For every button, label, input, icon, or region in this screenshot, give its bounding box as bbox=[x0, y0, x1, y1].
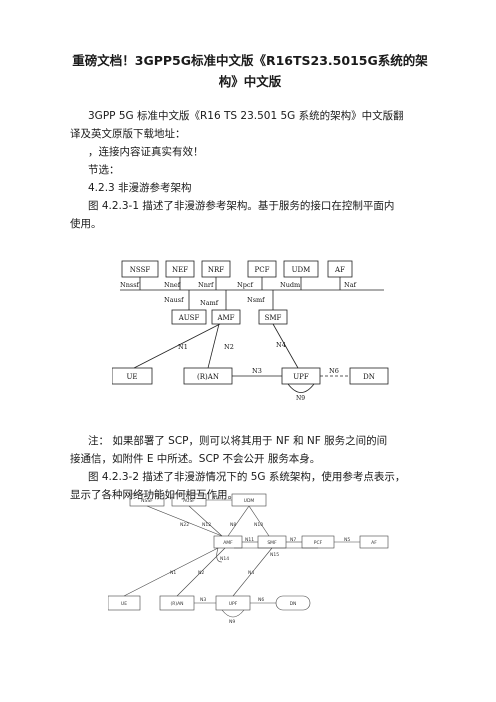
fig2-ref-n22: N22 bbox=[180, 522, 189, 528]
fig2-node-nssf: NSSF bbox=[141, 498, 153, 504]
fig2-node-dn: DN bbox=[290, 601, 297, 607]
fig2-caption-line-2: 显示了各种网络功能如何相互作用。 bbox=[70, 489, 238, 501]
fig2-ref-n5: N5 bbox=[344, 537, 350, 543]
title-line-1: 重磅文档！3GPP5G标准中文版《R16TS23.5015G系统的架 bbox=[72, 53, 428, 68]
fig1-node-nef: NEF bbox=[172, 266, 188, 274]
fig2-node-upf: UPF bbox=[229, 601, 238, 607]
intro-line-1: 3GPP 5G 标准中文版《R16 TS 23.501 5G 系统的架构》中文版… bbox=[88, 110, 404, 122]
fig2-node-amf: AMF bbox=[223, 540, 233, 546]
intro-line-4: 节选： bbox=[88, 164, 120, 176]
fig2-ref-n2: N2 bbox=[198, 570, 204, 576]
fig1-ref-n1: N1 bbox=[178, 343, 188, 351]
fig2-node-ue: UE bbox=[121, 601, 127, 607]
fig1-ref-n9: N9 bbox=[296, 395, 305, 402]
fig2-node-ran: (R)AN bbox=[170, 601, 183, 607]
fig2-ref-n12: N12 bbox=[202, 522, 211, 528]
intro-line-2: 译及英文原版下载地址： bbox=[70, 128, 186, 140]
fig1-node-smf: SMF bbox=[265, 314, 282, 322]
fig1-if-naf: Naf bbox=[344, 281, 357, 289]
fig1-if-nnef: Nnef bbox=[164, 281, 181, 289]
fig2-ref-n13: N13 bbox=[212, 495, 221, 501]
title-line-2: 构》中文版 bbox=[218, 74, 282, 89]
fig1-node-af: AF bbox=[334, 266, 345, 274]
fig1-if-nnssf: Nnssf bbox=[120, 281, 140, 289]
fig1-ref-n3: N3 bbox=[252, 367, 262, 375]
fig1-ref-n6: N6 bbox=[329, 367, 339, 375]
note-line-1: 注： 如果部署了 SCP，则可以将其用于 NF 和 NF 服务之间的间 bbox=[88, 435, 388, 447]
fig1-caption-line-2: 使用。 bbox=[70, 218, 102, 230]
figure-reference-point-architecture: NSSF AUSF UDM AMF SMF PCF AF UE (R)AN UP… bbox=[108, 493, 389, 625]
fig2-caption-line-1: 图 4.2.3-2 描述了非漫游情况下的 5G 系统架构，使用参考点表示， bbox=[88, 471, 406, 483]
fig1-node-udm: UDM bbox=[292, 266, 311, 274]
fig2-ref-n8: N8 bbox=[230, 522, 236, 528]
fig1-ref-n2: N2 bbox=[224, 343, 234, 351]
intro-line-3: ，连接内容证真实有效！ bbox=[88, 146, 204, 158]
section-heading: 4.2.3 非漫游参考架构 bbox=[88, 182, 192, 194]
fig1-ref-n4: N4 bbox=[276, 341, 286, 349]
fig1-caption-line-1: 图 4.2.3-1 描述了非漫游参考架构。基于服务的接口在控制平面内 bbox=[88, 200, 395, 212]
fig1-node-ue: UE bbox=[126, 373, 137, 381]
fig2-ref-n9: N9 bbox=[229, 619, 235, 625]
fig1-if-npcf: Npcf bbox=[237, 281, 253, 289]
note-line-2: 接通信，如附件 E 中所述。SCP 不会公开 服务本身。 bbox=[70, 453, 321, 465]
fig2-node-pcf: PCF bbox=[314, 540, 323, 546]
fig1-node-pcf: PCF bbox=[255, 266, 270, 274]
fig1-if-nudm: Nudm bbox=[280, 281, 300, 289]
fig1-node-upf: UPF bbox=[293, 373, 309, 381]
fig1-node-nrf: NRF bbox=[208, 266, 224, 274]
fig2-ref-n14: N14 bbox=[220, 556, 229, 562]
fig2-ref-n1: N1 bbox=[170, 570, 176, 576]
fig2-node-udm: UDM bbox=[244, 498, 255, 504]
fig1-node-ran: (R)AN bbox=[197, 373, 219, 381]
fig1-node-dn: DN bbox=[363, 373, 375, 381]
fig2-ref-n10: N10 bbox=[254, 522, 263, 528]
fig1-if-namf: Namf bbox=[200, 299, 219, 307]
fig2-ref-n6: N6 bbox=[258, 597, 264, 603]
fig2-node-ausf: AUSF bbox=[183, 498, 195, 504]
fig1-if-nausf: Nausf bbox=[164, 296, 184, 304]
figure-service-based-architecture: NSSF NEF NRF PCF UDM AF Nnssf Nnef Nnrf … bbox=[112, 260, 389, 402]
fig1-if-nnrf: Nnrf bbox=[198, 281, 214, 289]
fig2-node-af: AF bbox=[371, 540, 377, 546]
fig2-ref-n4: N4 bbox=[248, 570, 254, 576]
fig2-ref-n11: N11 bbox=[245, 537, 254, 543]
fig1-node-amf: AMF bbox=[216, 314, 234, 322]
fig1-if-nsmf: Nsmf bbox=[247, 296, 265, 304]
fig1-node-nssf: NSSF bbox=[130, 266, 151, 274]
fig2-ref-n15: N15 bbox=[270, 552, 279, 558]
document-title: 重磅文档！3GPP5G标准中文版《R16TS23.5015G系统的架 构》中文版 bbox=[60, 50, 440, 92]
fig2-ref-n7: N7 bbox=[290, 537, 296, 543]
fig1-node-ausf: AUSF bbox=[178, 314, 200, 322]
fig2-node-smf: SMF bbox=[267, 540, 277, 546]
fig2-ref-n3: N3 bbox=[200, 597, 206, 603]
